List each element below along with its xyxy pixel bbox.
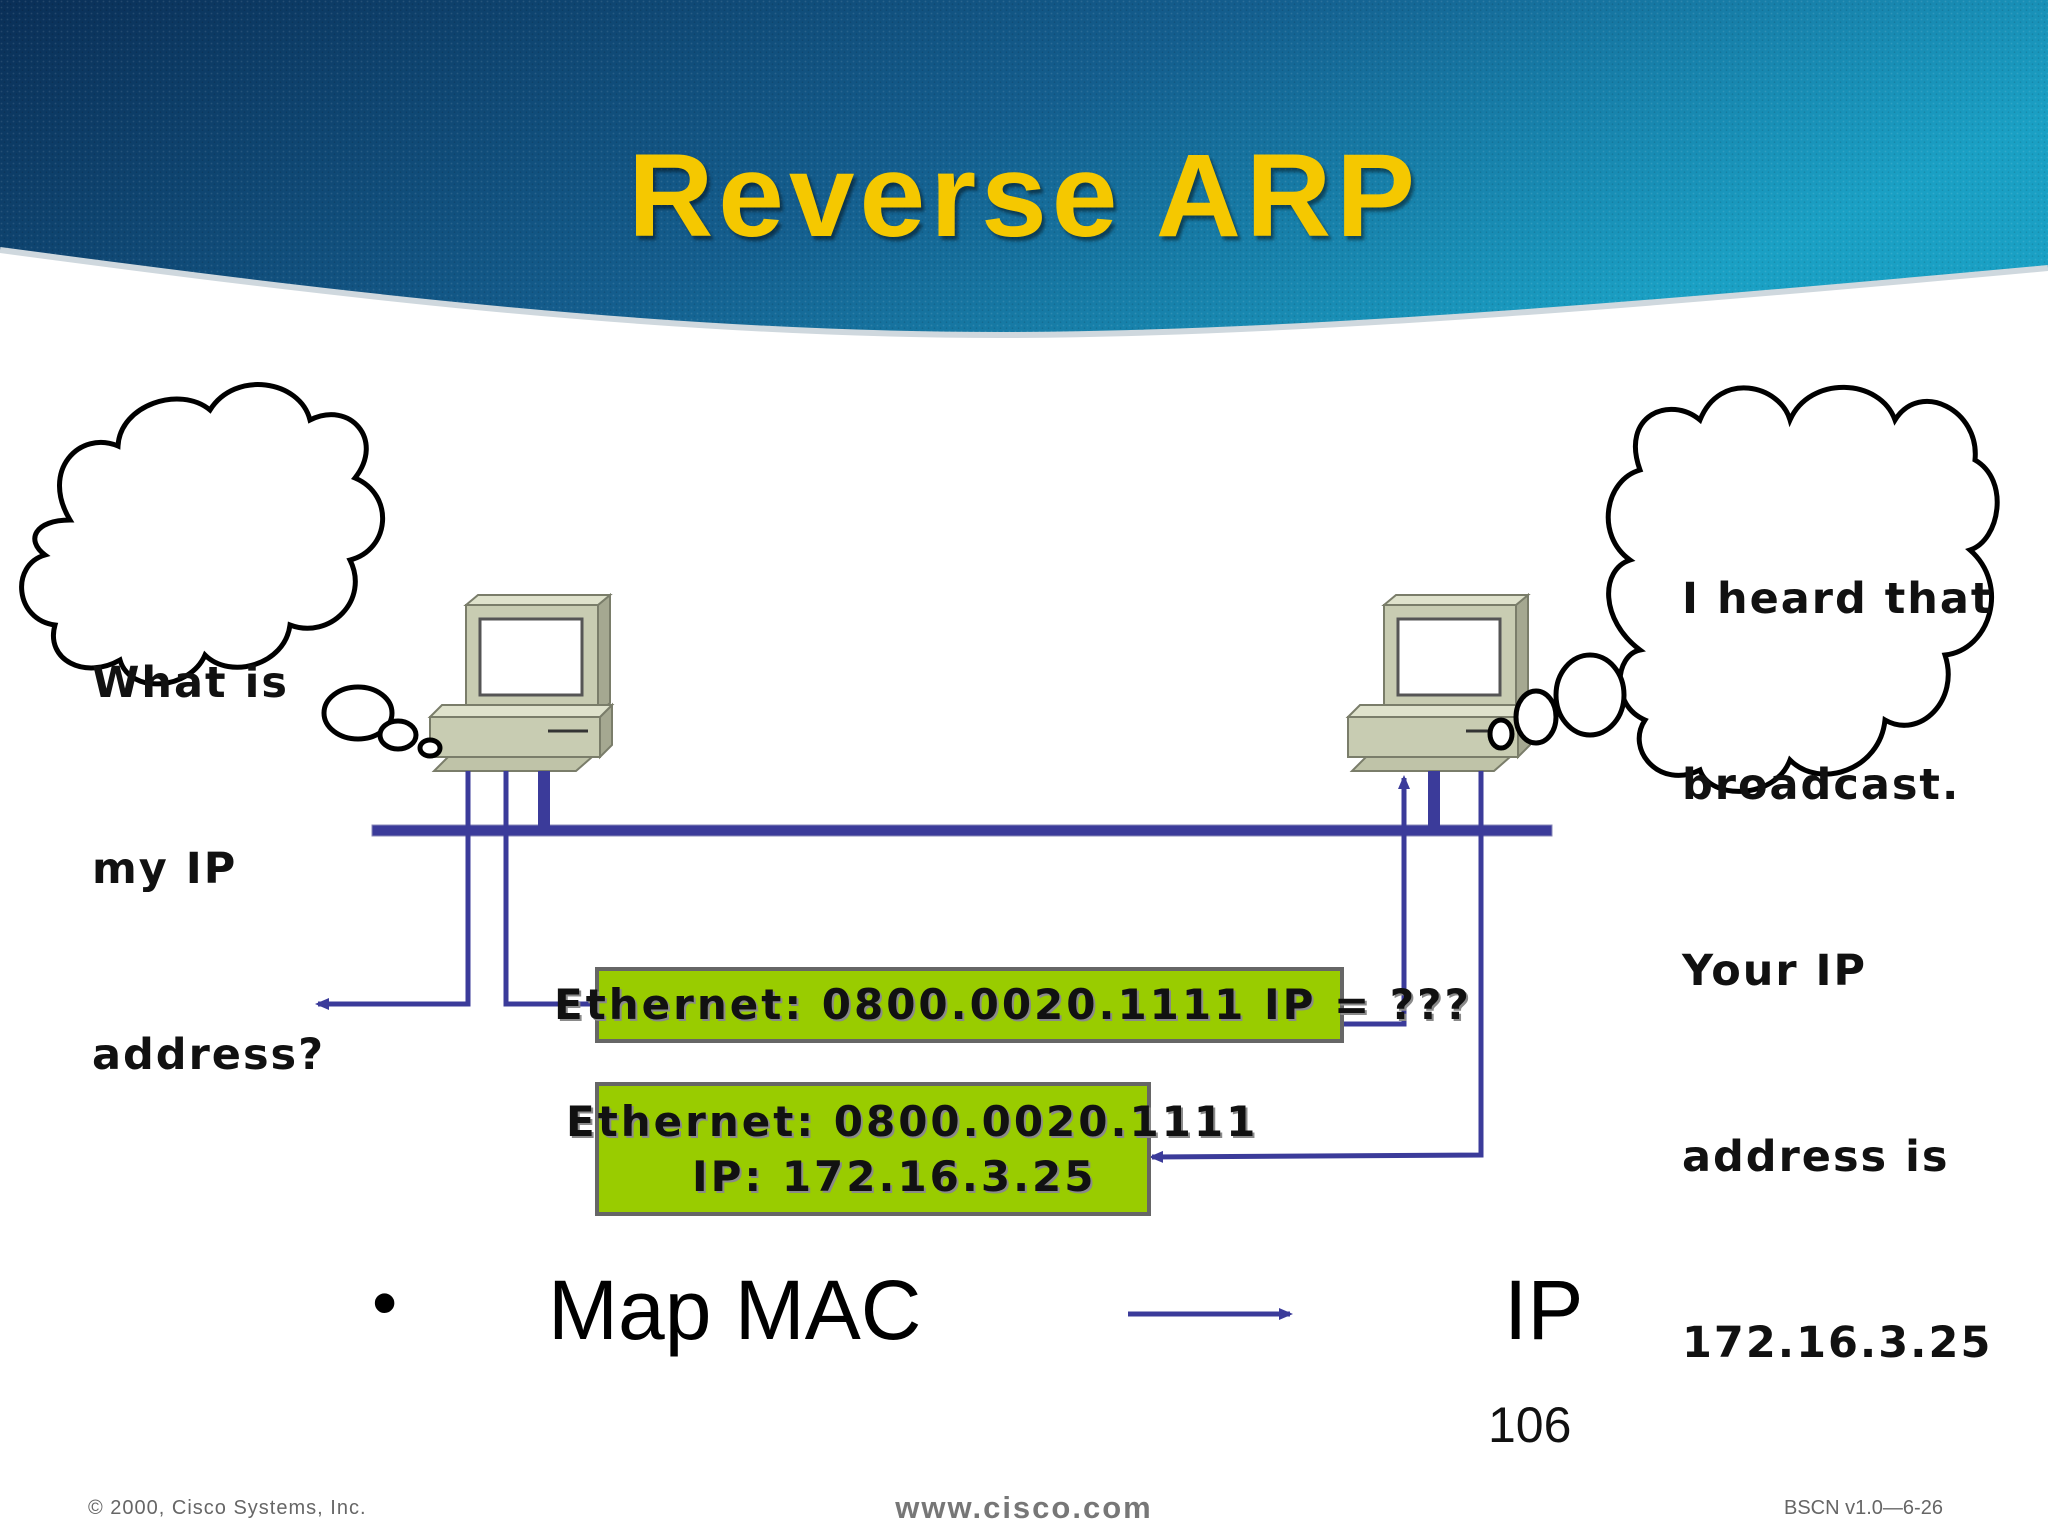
bullet-left-text: Map MAC [548, 1263, 922, 1357]
right-cloud-line: address is [1682, 1132, 1950, 1182]
left-cloud-line: address? [92, 1030, 326, 1080]
request-packet-box [595, 967, 1344, 1043]
left-request-line [503, 771, 592, 1007]
reply-packet-box [595, 1082, 1151, 1216]
right-cloud-line: I heard that [1682, 574, 1994, 624]
left-connector [538, 771, 550, 829]
page-number: 106 [1488, 1397, 1572, 1453]
reply-packet-line1: Ethernet: 0800.0020.1111 [566, 1097, 1259, 1146]
footer-course-code: BSCN v1.0—6-26 [1784, 1497, 1943, 1519]
computer-icon-left [427, 592, 615, 772]
bullet-marker: • [372, 1263, 398, 1343]
left-outgoing-line [315, 771, 471, 1010]
reply-packet-line2: IP: 172.16.3.25 [692, 1152, 1097, 1201]
title-banner [0, 0, 2048, 339]
thought-cloud-icon-left [19, 382, 443, 759]
slide-title: Reverse ARP [628, 130, 1420, 262]
request-packet-text: Ethernet: 0800.0020.1111 IP = ??? [554, 980, 1472, 1029]
computer-icon-right [1345, 592, 1533, 772]
bullet-right-text: IP [1504, 1263, 1584, 1357]
right-cloud-line: 172.16.3.25 [1682, 1318, 1993, 1368]
right-cloud-line: broadcast. [1682, 760, 1961, 810]
right-cloud-line: Your IP [1682, 946, 1868, 996]
left-cloud-line: my IP [92, 844, 238, 894]
footer-copyright: © 2000, Cisco Systems, Inc. [88, 1497, 367, 1519]
right-reply-line [1149, 771, 1484, 1163]
left-cloud-line: What is [92, 658, 289, 708]
left-cloud-text: What is my IP address? [92, 528, 325, 1210]
network-bus [371, 824, 1553, 837]
footer-website: www.cisco.com [895, 1490, 1153, 1525]
thought-cloud-icon-right [1487, 384, 2000, 794]
right-connector [1428, 771, 1440, 829]
right-cloud-text: I heard that broadcast. Your IP address … [1682, 444, 1993, 1498]
right-receive-line [1344, 775, 1410, 1027]
